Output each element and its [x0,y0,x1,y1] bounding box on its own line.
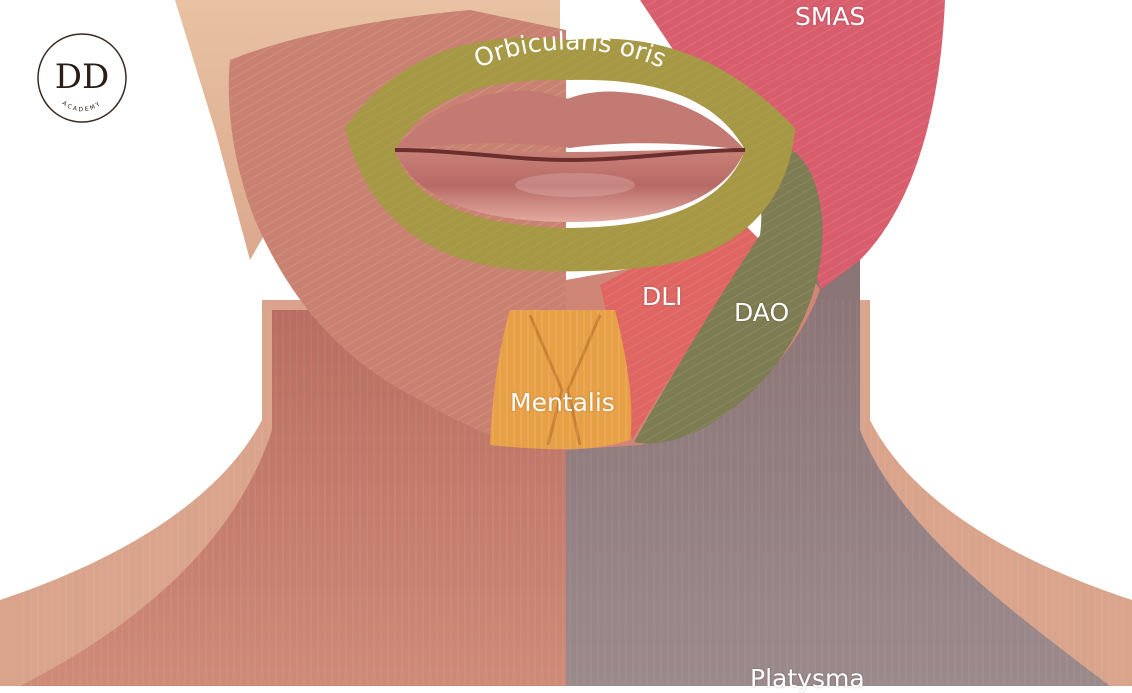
label-mentalis: Mentalis [510,388,615,417]
upper-lip [395,90,745,150]
label-dao: DAO [734,298,790,327]
logo-circle [37,33,127,123]
label-platysma: Platysma [750,664,865,693]
logo-monogram: DD [55,57,110,97]
label-smas: SMAS [795,2,866,31]
label-dli: DLI [642,282,683,311]
academy-logo: DD ACADEMY [36,32,128,124]
lower-lip [395,149,745,222]
